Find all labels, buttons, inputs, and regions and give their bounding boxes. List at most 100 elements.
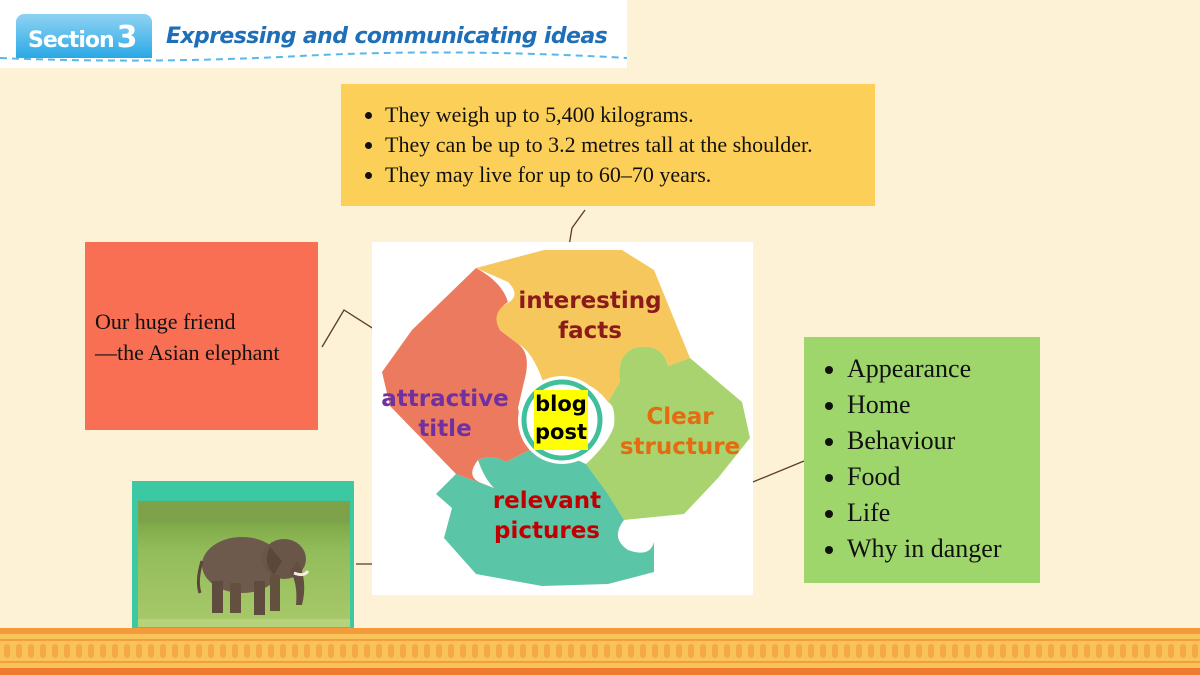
puzzle-piece-top: [476, 250, 690, 402]
footer-pattern-mark: [772, 644, 778, 658]
footer-pattern-mark: [100, 644, 106, 658]
footer-pattern-mark: [616, 644, 622, 658]
footer-pattern-mark: [280, 644, 286, 658]
footer-pattern-mark: [364, 644, 370, 658]
facts-box: They weigh up to 5,400 kilograms. They c…: [341, 84, 875, 206]
footer-pattern-mark: [892, 644, 898, 658]
footer-pattern-mark: [268, 644, 274, 658]
footer-pattern-mark: [796, 644, 802, 658]
footer-pattern-mark: [1000, 644, 1006, 658]
footer-pattern-mark: [1048, 644, 1054, 658]
footer-pattern-mark: [844, 644, 850, 658]
footer-pattern-mark: [640, 644, 646, 658]
footer-pattern-mark: [220, 644, 226, 658]
footer-pattern-mark: [40, 644, 46, 658]
footer-pattern-mark: [904, 644, 910, 658]
footer-pattern-mark: [1168, 644, 1174, 658]
footer-pattern-mark: [1192, 644, 1198, 658]
footer-pattern-mark: [256, 644, 262, 658]
footer-pattern-mark: [880, 644, 886, 658]
footer-pattern-mark: [52, 644, 58, 658]
footer-pattern-mark: [316, 644, 322, 658]
footer-pattern-mark: [448, 644, 454, 658]
footer-pattern-mark: [172, 644, 178, 658]
footer-pattern-mark: [724, 644, 730, 658]
footer-pattern-mark: [688, 644, 694, 658]
photo-frame: [132, 481, 354, 657]
fact-item: They may live for up to 60–70 years.: [385, 160, 875, 190]
puzzle-piece-left: [382, 268, 542, 488]
footer-pattern-mark: [652, 644, 658, 658]
footer-pattern-mark: [304, 644, 310, 658]
footer-pattern-mark: [484, 644, 490, 658]
footer-pattern-mark: [1072, 644, 1078, 658]
footer-pattern-mark: [988, 644, 994, 658]
footer-pattern-mark: [604, 644, 610, 658]
footer-pattern-mark: [520, 644, 526, 658]
structure-item: Life: [847, 495, 1040, 531]
footer-pattern-mark: [76, 644, 82, 658]
footer-pattern-mark: [1060, 644, 1066, 658]
footer-pattern-mark: [1120, 644, 1126, 658]
footer-pattern-mark: [292, 644, 298, 658]
structure-item: Food: [847, 459, 1040, 495]
footer-pattern-mark: [556, 644, 562, 658]
footer-pattern-mark: [676, 644, 682, 658]
footer-pattern-mark: [856, 644, 862, 658]
elephant-photo: [138, 501, 350, 627]
header-wave-decoration: [0, 51, 627, 62]
footer-pattern-mark: [208, 644, 214, 658]
puzzle-piece-right: [586, 346, 750, 520]
footer-pattern-mark: [1096, 644, 1102, 658]
section-number: 3: [116, 20, 138, 55]
footer-pattern-mark: [64, 644, 70, 658]
footer-pattern-mark: [1024, 644, 1030, 658]
footer-pattern-mark: [472, 644, 478, 658]
footer-pattern-mark: [436, 644, 442, 658]
structure-list: Appearance Home Behaviour Food Life Why …: [804, 337, 1040, 567]
footer-pattern-mark: [1180, 644, 1186, 658]
title-line-2: —the Asian elephant: [95, 340, 280, 365]
footer-pattern-mark: [832, 644, 838, 658]
footer-pattern-mark: [760, 644, 766, 658]
footer-pattern-mark: [916, 644, 922, 658]
fact-item: They weigh up to 5,400 kilograms.: [385, 100, 875, 130]
footer-pattern-mark: [1108, 644, 1114, 658]
footer-pattern-mark: [748, 644, 754, 658]
footer-pattern-mark: [1156, 644, 1162, 658]
footer-pattern-mark: [424, 644, 430, 658]
footer-pattern-mark: [124, 644, 130, 658]
footer-pattern-mark: [940, 644, 946, 658]
footer-pattern-mark: [400, 644, 406, 658]
footer-pattern-mark: [376, 644, 382, 658]
footer-pattern-mark: [736, 644, 742, 658]
footer-pattern-mark: [496, 644, 502, 658]
title-box: Our huge friend —the Asian elephant: [85, 242, 318, 430]
footer-pattern-mark: [112, 644, 118, 658]
section-title: Expressing and communicating ideas: [166, 24, 608, 49]
footer-pattern-mark: [700, 644, 706, 658]
footer-pattern-mark: [160, 644, 166, 658]
footer-pattern-mark: [544, 644, 550, 658]
footer-pattern-mark: [196, 644, 202, 658]
footer-pattern-mark: [712, 644, 718, 658]
footer-pattern-mark: [1036, 644, 1042, 658]
footer-pattern-mark: [508, 644, 514, 658]
footer-pattern-mark: [352, 644, 358, 658]
footer-pattern-mark: [460, 644, 466, 658]
structure-item: Behaviour: [847, 423, 1040, 459]
structure-item: Home: [847, 387, 1040, 423]
footer-pattern-mark: [580, 644, 586, 658]
footer-pattern-mark: [1132, 644, 1138, 658]
footer-pattern-mark: [628, 644, 634, 658]
footer-pattern-mark: [328, 644, 334, 658]
footer-decoration: [0, 628, 1200, 675]
footer-pattern-mark: [1084, 644, 1090, 658]
footer-pattern-mark: [340, 644, 346, 658]
